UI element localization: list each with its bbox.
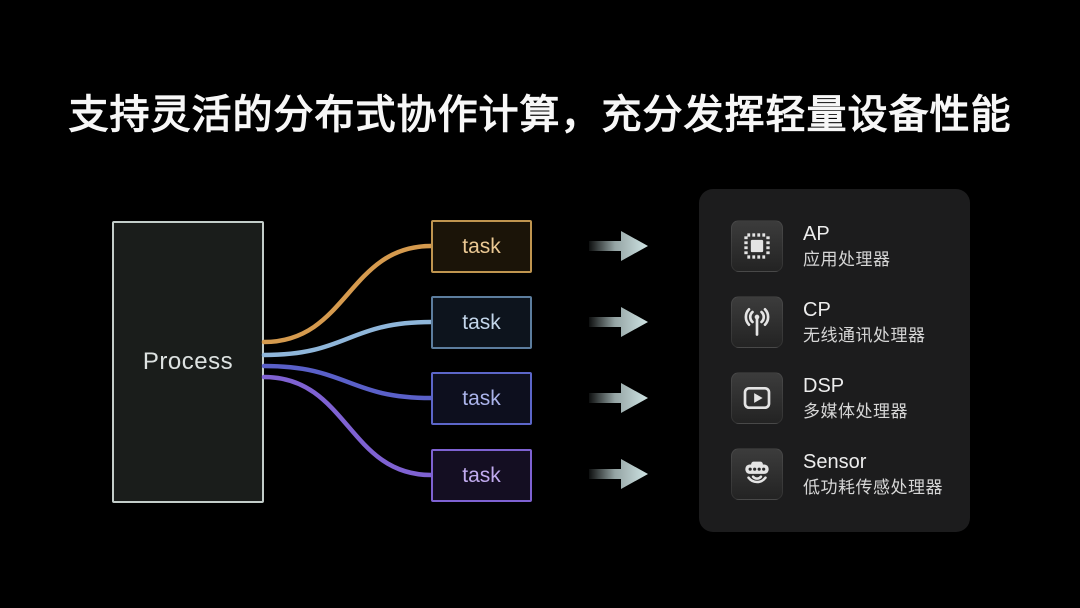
task-box-3: task: [431, 372, 532, 425]
processor-desc: 无线通讯处理器: [803, 325, 926, 345]
panel-item-text: Sensor 低功耗传感处理器: [803, 450, 943, 499]
panel-item-dsp: DSP 多媒体处理器: [731, 372, 970, 424]
sensor-icon: [731, 448, 783, 500]
connector-task-4: [261, 374, 434, 478]
arrow-right-icon: [589, 383, 648, 413]
processor-name: CP: [803, 298, 831, 321]
task-box-1: task: [431, 220, 532, 273]
page-title: 支持灵活的分布式协作计算，充分发挥轻量设备性能: [68, 93, 1012, 137]
arrow-right-icon: [589, 307, 648, 337]
task-box-4: task: [431, 449, 532, 502]
arrow-right-icon: [589, 459, 648, 489]
processor-desc: 多媒体处理器: [803, 401, 908, 421]
chip-icon: [731, 220, 783, 272]
panel-item-ap: AP 应用处理器: [731, 220, 970, 272]
panel-item-cp: CP 无线通讯处理器: [731, 296, 970, 348]
play-icon: [731, 372, 783, 424]
processor-desc: 低功耗传感处理器: [803, 477, 943, 497]
panel-item-sensor: Sensor 低功耗传感处理器: [731, 448, 970, 500]
connector-task-2: [261, 319, 434, 358]
process-box: Process: [112, 221, 264, 503]
panel-item-text: CP 无线通讯处理器: [803, 298, 926, 347]
processor-name: DSP: [803, 374, 845, 397]
connector-task-3: [261, 363, 434, 401]
arrow-right-icon: [589, 231, 648, 261]
processor-panel: AP 应用处理器 CP 无线通讯处理器: [699, 189, 970, 532]
processor-name: Sensor: [803, 450, 867, 473]
panel-item-text: DSP 多媒体处理器: [803, 374, 908, 423]
task-box-2: task: [431, 296, 532, 349]
processor-desc: 应用处理器: [803, 249, 891, 269]
processor-name: AP: [803, 222, 830, 245]
antenna-icon: [731, 296, 783, 348]
panel-item-text: AP 应用处理器: [803, 222, 891, 271]
process-label: Process: [142, 348, 234, 375]
connector-task-1: [261, 243, 434, 345]
